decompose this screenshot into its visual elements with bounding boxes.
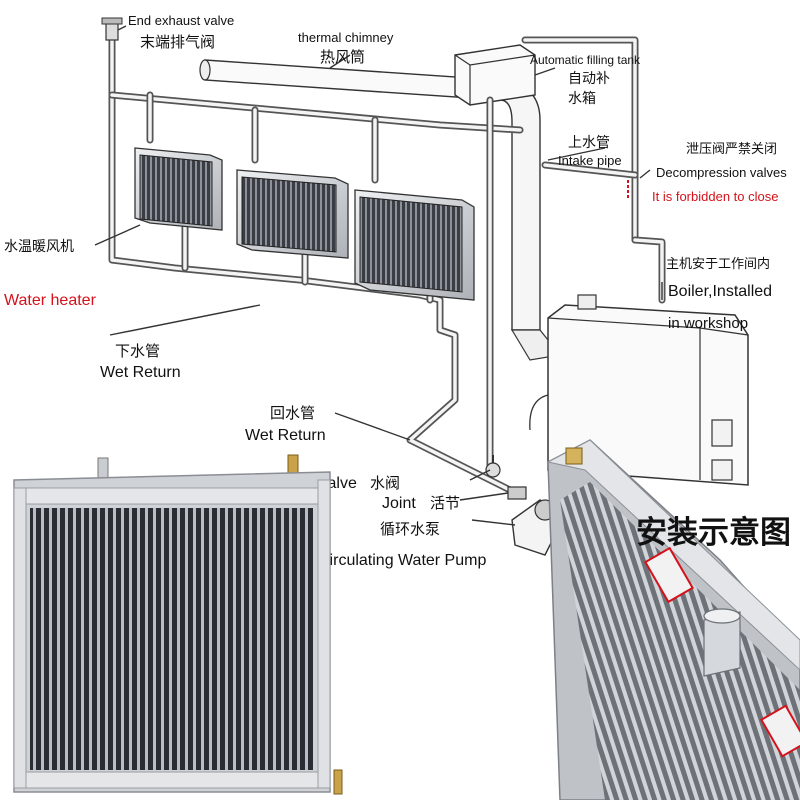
filling-tank-label-en: Automatic filling tank — [530, 53, 641, 67]
boiler-label-cn: 主机安于工作间内 — [666, 256, 770, 272]
pump-label-cn: 循环水泵 — [380, 520, 440, 538]
thermal-chimney-label-en: thermal chimney — [298, 30, 394, 45]
thermal-chimney-label-cn: 热风筒 — [320, 48, 365, 66]
water-heater-unit-1 — [134, 147, 223, 231]
water-heater-photo-front — [13, 454, 343, 795]
boiler-label-en-2: in workshop — [668, 315, 748, 332]
water-heater-unit-2 — [236, 169, 349, 259]
intake-pipe-label-cn: 上水管 — [568, 135, 610, 151]
boiler — [529, 294, 749, 486]
forbidden-label: It is forbidden to close — [652, 189, 778, 204]
wet-return-1-label-en: Wet Return — [100, 364, 181, 381]
leader-lines — [94, 25, 663, 526]
pipe-network — [108, 36, 666, 499]
pump-label-en: Circulating Water Pump — [318, 552, 486, 569]
water-heater-unit-3 — [354, 189, 475, 301]
wet-return-1-label-cn: 下水管 — [115, 342, 160, 360]
wet-return-2-label-cn: 回水管 — [270, 404, 315, 422]
boiler-label-en-1: Boiler,Installed — [668, 283, 772, 300]
filling-tank-label-cn-1: 自动补 — [568, 71, 610, 87]
end-exhaust-valve-label-en: End exhaust valve — [128, 13, 234, 28]
joint-label-cn: 活节 — [430, 494, 460, 512]
water-heater-label-en: Water heater — [4, 292, 97, 309]
pipe-joint — [507, 486, 527, 500]
end-exhaust-valve — [101, 17, 123, 41]
install-diagram-title: 安装示意图 — [636, 515, 791, 551]
end-exhaust-valve-label-cn: 末端排气阀 — [140, 33, 215, 51]
decompression-label-en: Decompression valves — [656, 165, 787, 180]
valve-label-cn: 水阀 — [370, 474, 400, 492]
intake-pipe-label-en: Intake pipe — [558, 153, 622, 168]
joint-label-en: Joint — [382, 495, 416, 512]
decompression-label-cn: 泄压阀严禁关闭 — [686, 142, 777, 157]
water-heater-label-cn: 水温暖风机 — [4, 239, 74, 255]
automatic-filling-tank — [454, 44, 536, 106]
wet-return-2-label-en: Wet Return — [245, 427, 326, 444]
filling-tank-label-cn-2: 水箱 — [568, 91, 596, 107]
water-valve — [485, 455, 501, 478]
water-heater-photo-angled — [546, 439, 800, 800]
